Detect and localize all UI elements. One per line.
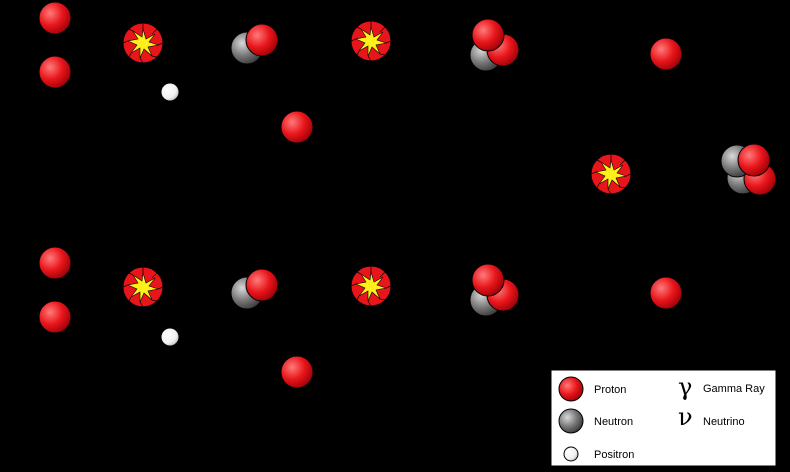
proton: [471, 18, 505, 52]
proton: [737, 143, 771, 177]
fusion-flash: [350, 20, 392, 62]
legend-neutron-swatch: [558, 408, 584, 434]
proton: [245, 268, 279, 302]
legend-neutrino-label: Neutrino: [703, 416, 745, 428]
legend-positron-label: Positron: [594, 449, 634, 461]
lower-chain: [38, 246, 683, 389]
proton: [649, 276, 683, 310]
fusion-flash: [122, 22, 164, 64]
legend-positron-swatch: [563, 446, 579, 462]
legend-proton-label: Proton: [594, 384, 626, 396]
deuterium-nucleus: [230, 23, 279, 65]
helium-3-nucleus: [469, 263, 520, 317]
legend-gamma-label: Gamma Ray: [703, 383, 765, 395]
fusion-flash: [350, 265, 392, 307]
proton: [245, 23, 279, 57]
proton: [38, 55, 72, 89]
proton: [280, 355, 314, 389]
deuterium-nucleus: [230, 268, 279, 310]
proton: [471, 263, 505, 297]
helium-4-nucleus: [720, 143, 777, 196]
neutrino-icon: ν: [678, 403, 693, 431]
proton: [38, 300, 72, 334]
legend-box: [550, 369, 777, 467]
legend-proton-swatch: [558, 376, 584, 402]
upper-chain: [38, 1, 683, 144]
proton: [649, 37, 683, 71]
final-fusion: [590, 143, 777, 196]
fusion-flash: [122, 266, 164, 308]
proton: [38, 246, 72, 280]
legend-neutron-label: Neutron: [594, 416, 633, 428]
fusion-flash: [590, 153, 632, 195]
proton: [38, 1, 72, 35]
proton: [280, 110, 314, 144]
helium-3-nucleus: [469, 18, 520, 72]
gamma-ray-icon: γ: [678, 373, 692, 401]
positron: [160, 327, 180, 347]
positron: [160, 82, 180, 102]
legend: Proton Neutron Positron γ Gamma Ray ν Ne…: [550, 369, 777, 467]
